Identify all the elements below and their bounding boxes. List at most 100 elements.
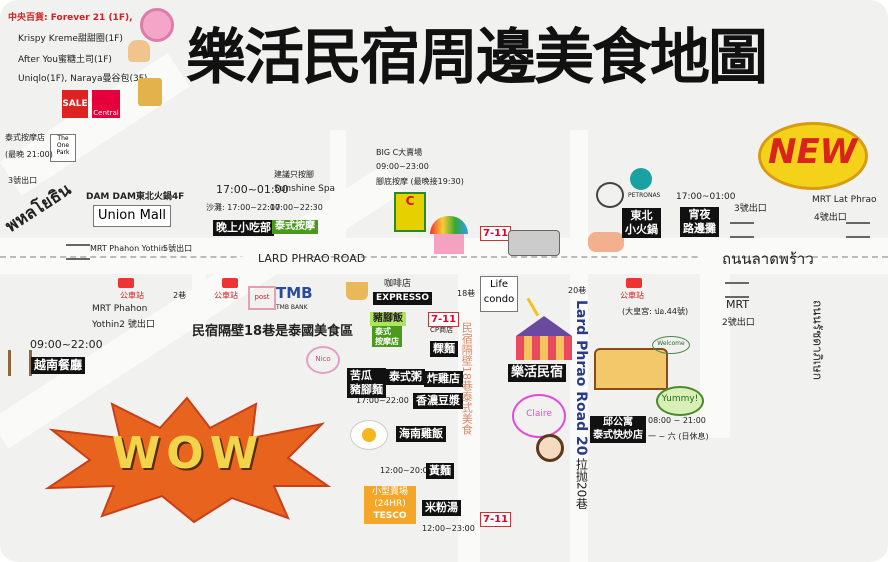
mall-line-1: 中央百貨: Forever 21 (1F), — [8, 13, 133, 23]
bus-stop-icon-west — [118, 278, 134, 288]
petronas-label: PETRONAS — [628, 192, 661, 199]
fried-chicken: 炸雞店 — [424, 371, 463, 387]
exit-3-nw: 3號出口 — [8, 176, 38, 185]
ice-cream-cart-icon — [430, 216, 468, 262]
yummy-bubble: Yummy! — [656, 386, 704, 416]
car-icon — [588, 232, 624, 252]
north-street-2 — [330, 130, 346, 238]
bitter-melon-line-1: 苦瓜 — [350, 369, 372, 382]
hours-1220: 12:00~20:00 — [380, 466, 433, 475]
apartment-time: 08:00 ~ 21:00 — [648, 416, 706, 425]
apartment-line-1: 邱公寓 — [603, 417, 633, 428]
house-icon — [594, 348, 668, 390]
bus-stop-icon-mid — [222, 278, 238, 288]
night-stall-time: 17:00~01:00 — [676, 192, 736, 202]
massage-nw-line-2: (最晚 21:00) — [5, 150, 53, 159]
massage-nw-line-1: 泰式按摩店 — [5, 133, 45, 142]
wow-text: WOW — [111, 428, 265, 479]
lard-phrao-road-centerline — [0, 256, 888, 258]
lane-18-label: 18巷 — [457, 289, 476, 298]
spa-name-2: Sunshine Spa — [274, 184, 336, 194]
seven-eleven-north: 7-11 — [480, 226, 512, 241]
life-condo-line-2: condo — [483, 294, 515, 305]
spa-time-2: 17:00~22:30 — [270, 203, 323, 212]
mrt-lat-phrao-icon-2 — [846, 222, 870, 238]
bigc-time: 09:00~23:00 — [376, 162, 429, 171]
ratchada-road — [700, 238, 730, 438]
life-condo-box: Life condo — [480, 276, 518, 312]
spa-sandy-hours: 沙灘: 17:00~22:00 — [206, 203, 281, 212]
fork-knife-icon — [8, 350, 32, 376]
temple-market: (大皇宮: ปอ.44號) — [622, 307, 689, 316]
donut-icon — [140, 8, 174, 42]
tesco-line-3: TESCO — [373, 511, 407, 521]
mrt-phahon-yothin: MRT Phahon Yothin — [90, 244, 166, 253]
tesco-line-1: 小型賣場 — [371, 487, 408, 497]
tesco-line-2: (24HR) — [374, 499, 406, 509]
welcome-sign: Welcome — [652, 336, 690, 354]
circus-tent-icon — [516, 316, 572, 360]
spa-massage-label: 泰式按摩 — [272, 220, 318, 234]
tmb-bank: TMB BANK — [276, 304, 308, 311]
shopping-bags-icon — [138, 78, 162, 106]
girl-character-icon — [536, 434, 564, 470]
soi-18 — [458, 274, 480, 562]
new-badge-text: NEW — [768, 132, 858, 172]
one-park-label: The One Park — [56, 135, 70, 156]
apartment-line-2: 泰式快炒店 — [593, 429, 643, 441]
pork-leg-label: 豬腳飯 — [373, 313, 403, 324]
phahon-thai-label: พหลโยธิน — [2, 179, 75, 237]
claire-bubble: Claire — [512, 394, 566, 438]
bus-stop-icon-east — [626, 278, 642, 288]
lane18-vertical-label: 民宿隔壁18巷泰式美食 — [460, 322, 474, 435]
exit-2: 2號出口 — [722, 318, 755, 328]
fried-egg-icon — [350, 420, 388, 450]
union-mall-box: Union Mall — [93, 205, 171, 227]
dam-dam-label: DAM DAM東北火鍋4F — [86, 192, 185, 202]
petronas-logo — [630, 168, 652, 190]
exit-3-ne: 3號出口 — [734, 204, 767, 214]
lat-phrao-20-label: 拉抛20巷 — [574, 458, 589, 510]
lane-20-label: 20巷 — [568, 286, 587, 295]
north-street — [570, 130, 588, 238]
seven-eleven-lane18: 7-11 — [428, 312, 460, 327]
mall-line-2: Krispy Kreme甜甜圈(1F) — [18, 34, 123, 44]
hours-1223: 12:00~23:00 — [422, 524, 475, 533]
bus-stop-mid: 公車站 — [214, 291, 238, 300]
heart-icon — [596, 182, 624, 208]
kuay-noodles: 粿麵 — [430, 341, 458, 357]
massage18-line-2: 按摩店 — [375, 336, 399, 346]
union-mall-label: Union Mall — [97, 208, 167, 223]
cupcake-icon — [128, 40, 150, 62]
tmb-logo: TMB — [276, 284, 313, 302]
lane18-food-note: 民宿隔壁18巷是泰國美食區 — [192, 324, 354, 339]
mrt-phahon2-line-1: MRT Phahon — [92, 304, 148, 314]
night-stall-line-2: 路邊攤 — [683, 221, 716, 235]
hotpot-line-1: 東北 — [630, 209, 653, 222]
vietnam-time: 09:00~22:00 — [30, 338, 103, 351]
life-condo-line-1: Life — [489, 279, 509, 290]
exit-5: 5號出口 — [163, 244, 193, 253]
lard-phrao-20-label: Lard Phrao Road 20 — [572, 300, 589, 456]
wow-burst — [44, 396, 332, 524]
lane-2-label: 2巷 — [173, 291, 187, 300]
bitter-melon: 苦瓜豬腳麵 — [347, 368, 386, 398]
thai-congee: 泰式粥 — [386, 369, 425, 385]
lard-phrao-road-label: LARD PHRAO ROAD — [258, 252, 366, 265]
yellow-noodle: 黃麵 — [426, 463, 454, 479]
seven-eleven-south: 7-11 — [480, 512, 512, 527]
bus-stop-east: 公車站 — [620, 291, 644, 300]
soy-milk: 香濃豆漿 — [413, 393, 463, 409]
one-park-building: The One Park — [50, 134, 76, 162]
lard-phrao-thai-label: ถนนลาดพร้าว — [722, 250, 814, 268]
soi-20 — [570, 274, 588, 562]
bigc-line-1: BIG C大賣場 — [376, 148, 423, 157]
cp-store: CP商店 — [430, 326, 454, 334]
lohas-bnb: 樂活民宿 — [508, 364, 567, 383]
nico-bubble: Nico — [306, 346, 340, 374]
night-stall-line-1: 宵夜 — [688, 208, 711, 221]
night-snack-label: 晚上小吃部 — [213, 220, 274, 236]
ratchada-thai-label: ถนนรัชดาภิเษก — [810, 300, 825, 380]
sale-bag-icon: SALE — [62, 90, 88, 118]
